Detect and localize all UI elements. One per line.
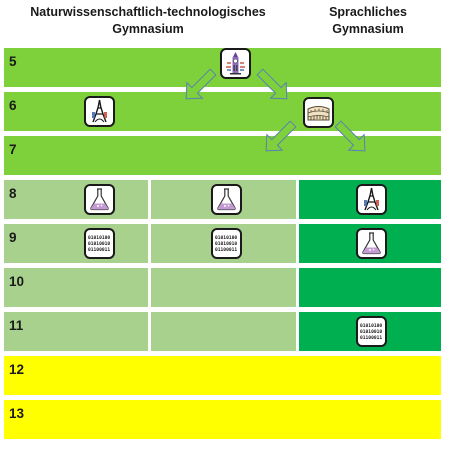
svg-text:01100011: 01100011 [88, 247, 110, 253]
big-ben-icon [220, 48, 251, 79]
grade-row-7: 7 [4, 136, 441, 175]
grade-label: 13 [9, 406, 25, 421]
cell-nt-b [151, 268, 296, 307]
grade-row-10: 10 [4, 268, 441, 307]
cell-nt-b [151, 312, 296, 351]
grade-label: 11 [9, 318, 24, 333]
grade-label: 5 [9, 54, 17, 69]
grade-row-6: 6 [4, 92, 441, 131]
flask-icon [356, 228, 387, 259]
header-naturwissenschaftlich: Naturwissenschaftlich-technologisches Gy… [14, 4, 282, 38]
header-right-line-2: Gymnasium [332, 22, 404, 36]
grade-label: 8 [9, 186, 17, 201]
grade-label: 7 [9, 142, 17, 157]
svg-text:01100011: 01100011 [215, 247, 237, 253]
svg-text:01010100: 01010100 [360, 323, 382, 329]
grade-label: 12 [9, 362, 25, 377]
grade-row-12: 12 [4, 356, 441, 395]
header-left-line-2: Gymnasium [112, 22, 184, 36]
grade-label: 9 [9, 230, 17, 245]
svg-text:01010010: 01010010 [88, 241, 110, 247]
cell-sprach [299, 268, 441, 307]
svg-text:01010100: 01010100 [215, 235, 237, 241]
svg-text:01010010: 01010010 [215, 241, 237, 247]
flask-icon [84, 184, 115, 215]
cell-nt-a [4, 312, 148, 351]
binary-code-icon: 01010100 01010010 01100011 [84, 228, 115, 259]
grade-row-13: 13 [4, 400, 441, 439]
grade-label: 6 [9, 98, 17, 113]
grade-label: 10 [9, 274, 25, 289]
eiffel-tower-icon [356, 184, 387, 215]
svg-text:01010100: 01010100 [88, 235, 110, 241]
cell-nt-a [4, 180, 148, 219]
flask-icon [211, 184, 242, 215]
binary-code-icon: 01010100 01010010 01100011 [211, 228, 242, 259]
cell-nt-a [4, 268, 148, 307]
header-right-line-1: Sprachliches [329, 5, 407, 19]
colosseum-icon [303, 97, 334, 128]
binary-code-icon: 01010100 01010010 01100011 [356, 316, 387, 347]
header-sprachlich: Sprachliches Gymnasium [300, 4, 436, 38]
header-left-line-1: Naturwissenschaftlich-technologisches [30, 5, 266, 19]
svg-text:01010010: 01010010 [360, 329, 382, 335]
cell-nt-a [4, 224, 148, 263]
eiffel-tower-icon [84, 96, 115, 127]
svg-text:01100011: 01100011 [360, 335, 382, 341]
